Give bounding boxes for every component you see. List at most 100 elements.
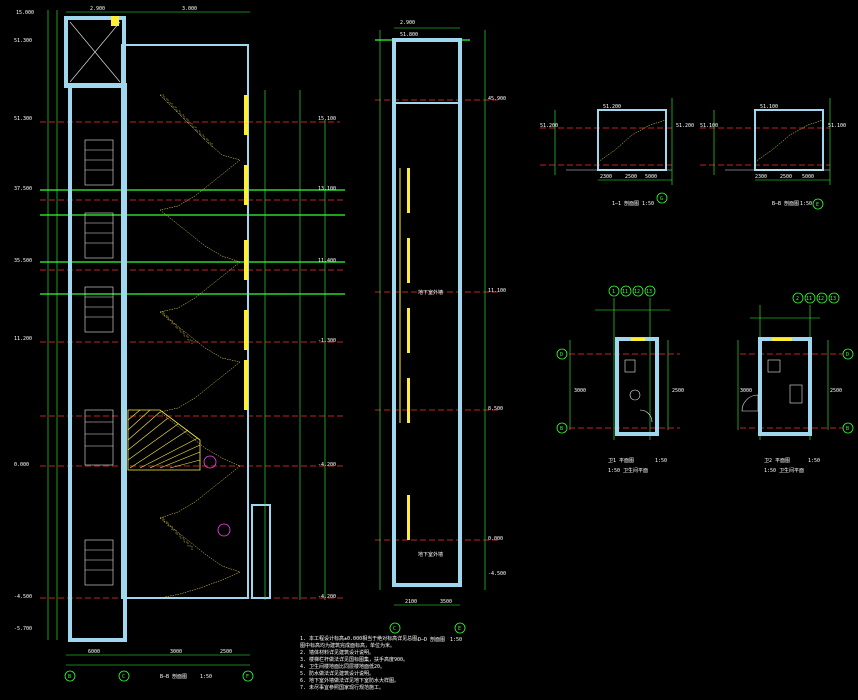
- axis-bubble: 12: [632, 285, 644, 297]
- axis-bubble: D: [556, 348, 568, 360]
- left-wall-shaft: [68, 83, 127, 642]
- note-text: 地下室外墙: [418, 551, 443, 558]
- axis-bubble: 12: [816, 292, 828, 304]
- stair-flights: [159, 94, 241, 599]
- dim-text: 2500: [625, 174, 637, 180]
- svg-text:13.100: 13.100: [318, 186, 336, 192]
- axis-bubble: B: [64, 670, 76, 682]
- drawing-scale: 1:50: [800, 201, 812, 207]
- dim-text: 2500: [780, 174, 792, 180]
- bottom-dim: 6000: [88, 649, 100, 655]
- drawing-title: B—B 剖面图: [160, 673, 187, 680]
- lower-wall: [251, 504, 271, 599]
- axis-bubble: 13: [828, 292, 840, 304]
- svg-text:1: 1: [612, 289, 615, 295]
- axis-bubble: 11: [620, 285, 632, 297]
- svg-text:F: F: [246, 674, 249, 680]
- drawing-title: D—D 剖面图: [418, 636, 445, 643]
- toilet-wall: [615, 337, 659, 436]
- level-label: 51.100: [700, 123, 718, 129]
- svg-text:15.000: 15.000: [16, 10, 34, 16]
- axis-bubble: E: [812, 198, 824, 210]
- svg-text:-4.200: -4.200: [318, 594, 336, 600]
- bottom-dim: 2500: [220, 649, 232, 655]
- svg-text:51.300: 51.300: [14, 38, 32, 44]
- detail-wall: [754, 109, 824, 171]
- drawing-title: 1—1 剖面图: [612, 200, 639, 207]
- dim-text: 2500: [672, 388, 684, 394]
- level-label: 51.100: [828, 123, 846, 129]
- drawing-title: 卫1 平面图: [608, 458, 634, 464]
- roof-room-wall: [64, 16, 126, 88]
- dim-text: 2300: [755, 174, 767, 180]
- top-dim: 2.900: [400, 20, 415, 26]
- svg-text:B: B: [68, 674, 71, 680]
- dim-text: 2500: [830, 388, 842, 394]
- axis-bubble: E: [454, 622, 466, 634]
- note-line: 6. 地下室外墙做法详见地下室防水大样图。: [300, 677, 399, 684]
- level-label: -4.500: [488, 571, 506, 577]
- door-swing: [639, 409, 653, 423]
- svg-text:12: 12: [818, 296, 824, 302]
- svg-text:35.500: 35.500: [14, 258, 32, 264]
- right-level-labels: 15.100 13.100 11.400 -1.300 -4.200 -4.20…: [318, 116, 336, 600]
- dim-text: 5000: [802, 174, 814, 180]
- level-label: 51.200: [540, 123, 558, 129]
- hatched-landing: [127, 409, 201, 471]
- drawing-title: B—B 剖面图: [772, 200, 799, 207]
- top-dim: 3.000: [182, 6, 197, 12]
- bottom-dim: 3000: [170, 649, 182, 655]
- svg-text:E: E: [816, 202, 819, 208]
- note-line: 3. 楼梯栏杆做法详见国标图集，扶手高度900。: [300, 656, 408, 663]
- roof-hatch: [69, 21, 121, 83]
- axis-bubble: 11: [804, 292, 816, 304]
- svg-text:C: C: [393, 626, 396, 632]
- toilet-wall: [758, 337, 812, 436]
- drawing-title: 卫2 平面图: [764, 458, 790, 464]
- detail-section-2: 51.100 51.100 51.100 2300 2500 5000 B—B …: [700, 98, 846, 210]
- bottom-dim: 3500: [440, 599, 452, 605]
- level-label: 45.900: [488, 96, 506, 102]
- stair-well-outline: [121, 44, 249, 599]
- drawing-scale: 1:50: [450, 637, 462, 643]
- svg-text:11: 11: [806, 296, 812, 302]
- bottom-dim: 2100: [405, 599, 417, 605]
- axis-bubble: C: [118, 670, 130, 682]
- yellow-windows: [399, 168, 410, 540]
- drawing-scale: 1:50: [655, 458, 667, 464]
- svg-text:51.300: 51.300: [14, 116, 32, 122]
- note-text: 地下室外墙: [418, 289, 443, 296]
- drawing-subtitle: 1:50 卫生间平面: [764, 467, 804, 474]
- drawing-subtitle: 1:50 卫生间平面: [608, 467, 648, 474]
- axis-bubble: B: [556, 422, 568, 434]
- svg-text:11.200: 11.200: [14, 336, 32, 342]
- svg-text:0.000: 0.000: [14, 462, 29, 468]
- detail-marker: [217, 523, 231, 537]
- level-label: 51.200: [603, 104, 621, 110]
- svg-text:-5.700: -5.700: [14, 626, 32, 632]
- level-label: 51.200: [676, 123, 694, 129]
- note-line: 1. 本工程设计标高±0.000相当于绝对标高详见总图。: [300, 635, 422, 642]
- detail-marker: [203, 455, 217, 469]
- axis-bubble: C: [389, 622, 401, 634]
- note-line: 图中标高均为建筑完成面标高，单位为米。: [300, 642, 395, 649]
- svg-text:15.100: 15.100: [318, 116, 336, 122]
- svg-text:B: B: [560, 426, 563, 432]
- drawing-scale: 1:50: [642, 201, 654, 207]
- top-dim: 51.800: [400, 32, 418, 38]
- svg-text:B: B: [846, 426, 849, 432]
- roof-marker: [111, 16, 119, 26]
- toilet-plan-1: 1 11 12 13 D B 3000 2500 卫1 平面图 1:50: [556, 285, 684, 474]
- svg-text:11: 11: [622, 289, 628, 295]
- dim-text: 5000: [645, 174, 657, 180]
- svg-text:G: G: [660, 196, 663, 202]
- left-level-labels: 15.000 51.300 51.300 37.500 35.500 11.20…: [14, 10, 34, 632]
- svg-text:D: D: [560, 352, 563, 358]
- level-label: 51.100: [760, 104, 778, 110]
- note-line: 2. 墙体材料详见建筑设计说明。: [300, 649, 374, 656]
- svg-text:2: 2: [796, 296, 799, 302]
- note-line: 4. 卫生间楼地面比同层楼地面低20。: [300, 663, 385, 670]
- svg-text:13: 13: [830, 296, 836, 302]
- dim-text: 3000: [740, 388, 752, 394]
